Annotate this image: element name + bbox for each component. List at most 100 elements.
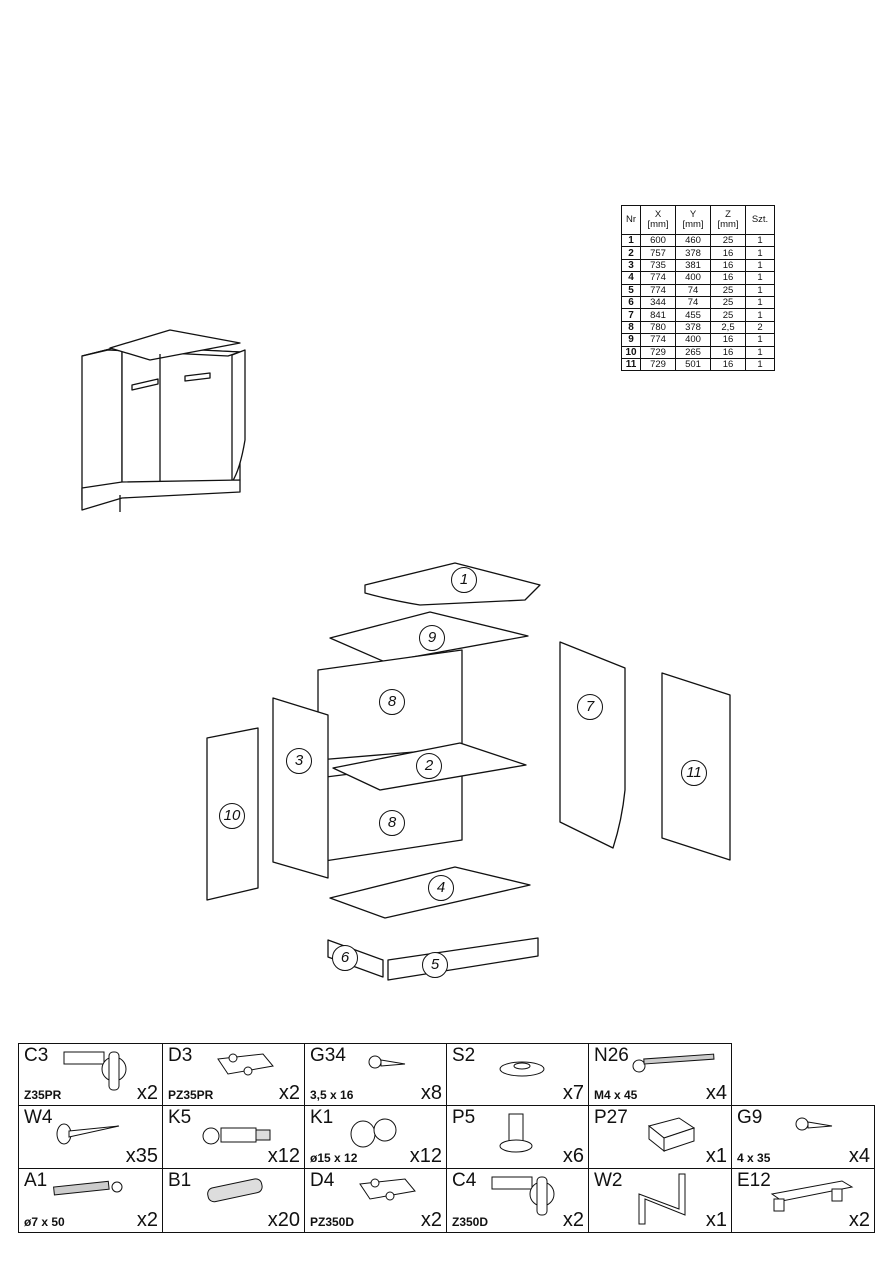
table-cell: 25	[710, 233, 746, 248]
table-cell: 774	[640, 333, 676, 347]
part-label: 8	[379, 689, 405, 715]
part-label: 8	[379, 810, 405, 836]
table-cell: 25	[710, 308, 746, 322]
exploded-view	[206, 562, 731, 981]
table-cell: 5	[621, 283, 641, 297]
hardware-quantity: x4	[705, 1082, 727, 1104]
table-cell: 735	[640, 258, 676, 273]
part-3	[272, 697, 329, 879]
table-cell: 1	[745, 271, 775, 285]
nail-icon	[56, 1123, 120, 1145]
table-cell: 16	[710, 345, 746, 359]
table-cell: 6	[621, 295, 641, 310]
table-cell: 2,5	[710, 320, 746, 335]
hardware-code: P27	[594, 1107, 628, 1128]
table-cell: 11	[621, 357, 641, 372]
hardware-spec: PZ350D	[310, 1215, 355, 1229]
table-cell: 460	[675, 233, 711, 248]
mounting-plate-icon	[359, 1178, 416, 1201]
hardware-code: S2	[452, 1045, 476, 1066]
hardware-code: W2	[594, 1170, 623, 1191]
anchor-screw-icon	[53, 1180, 123, 1196]
table-cell: 4	[621, 271, 641, 285]
part-label: 6	[332, 945, 358, 971]
hardware-spec: 3,5 x 16	[310, 1088, 354, 1102]
part-label: 2	[416, 753, 442, 779]
handle-icon	[770, 1180, 854, 1212]
table-cell: 1	[745, 295, 775, 310]
table-cell: 74	[675, 283, 711, 297]
hinge-icon	[491, 1176, 555, 1216]
table-cell: 1	[745, 246, 775, 260]
dowel-icon	[207, 1178, 263, 1203]
hardware-code: C3	[24, 1045, 49, 1066]
hardware-code: P5	[452, 1107, 476, 1128]
assembled-cabinet-illustration	[81, 329, 246, 512]
screw-icon	[795, 1117, 833, 1131]
table-cell: 3	[621, 258, 641, 273]
table-cell: 774	[640, 283, 676, 297]
table-cell: 25	[710, 295, 746, 310]
hardware-quantity: x6	[562, 1145, 584, 1167]
table-cell: 455	[675, 308, 711, 322]
hardware-quantity: x8	[420, 1082, 442, 1104]
part-label: 3	[286, 748, 312, 774]
table-cell: 1	[745, 357, 775, 372]
bolt-icon	[632, 1053, 715, 1073]
table-cell: 774	[640, 271, 676, 285]
hardware-code: D3	[168, 1045, 193, 1066]
hardware-code: G34	[310, 1045, 346, 1066]
table-cell: 74	[675, 295, 711, 310]
cam-bolt-icon	[202, 1127, 271, 1145]
part-7	[559, 641, 626, 849]
table-cell: 1	[621, 233, 641, 248]
hardware-quantity: x4	[848, 1145, 870, 1167]
hardware-item-e12: E12 x2	[731, 1168, 875, 1233]
hardware-code: E12	[737, 1170, 771, 1191]
table-cell: 1	[745, 308, 775, 322]
hardware-quantity: x2	[848, 1209, 870, 1231]
hardware-quantity: x2	[136, 1209, 158, 1231]
hardware-code: A1	[24, 1170, 48, 1191]
part-5	[387, 937, 539, 981]
table-cell: 1	[745, 283, 775, 297]
table-cell: 757	[640, 246, 676, 260]
table-cell: 1	[745, 333, 775, 347]
part-label: 1	[451, 567, 477, 593]
table-cell: 600	[640, 233, 676, 248]
cam-lock-icon	[350, 1118, 397, 1148]
hardware-quantity: x20	[267, 1209, 300, 1231]
shelf-pin-icon	[499, 1113, 533, 1153]
table-cell: 400	[675, 271, 711, 285]
hardware-code: D4	[310, 1170, 335, 1191]
table-cell: 16	[710, 246, 746, 260]
table-cell: 780	[640, 320, 676, 335]
hardware-item-p5: P5 x6	[446, 1105, 589, 1169]
hardware-code: W4	[24, 1107, 53, 1128]
table-cell: 2	[745, 320, 775, 335]
part-label: 5	[422, 952, 448, 978]
part-label: 4	[428, 875, 454, 901]
hardware-spec: Z35PR	[24, 1088, 62, 1102]
table-cell: 25	[710, 283, 746, 297]
table-cell: 841	[640, 308, 676, 322]
table-cell: 9	[621, 333, 641, 347]
screw-icon	[368, 1055, 406, 1069]
